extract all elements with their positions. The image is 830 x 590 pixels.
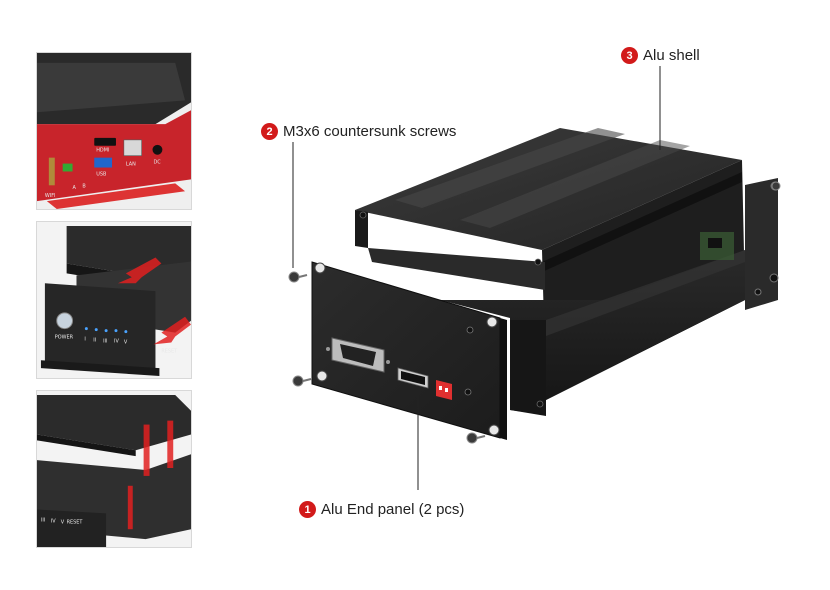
thumbnail-assembly-vertical: III IV V RESET: [36, 390, 192, 548]
db9-port: [326, 337, 390, 373]
callout-label: Alu shell: [643, 47, 700, 64]
screw-icon: [771, 181, 781, 191]
led-label-2: II: [93, 337, 96, 343]
a-label: A: [73, 185, 77, 191]
screw-icon: [292, 375, 312, 387]
callout-alu-shell: 3 Alu shell: [621, 47, 700, 64]
reset-label: RESET: [161, 348, 178, 354]
led-label-5: V: [124, 339, 128, 345]
alu-end-panel: [311, 261, 507, 440]
led-label-3: III: [41, 517, 45, 523]
callout-end-panel: 1 Alu End panel (2 pcs): [299, 501, 464, 518]
dc-label: DC: [153, 160, 161, 166]
hdmi-port: [397, 367, 429, 389]
alu-shell: [355, 128, 780, 416]
arrow-down-icon: [167, 420, 174, 469]
wifi-label: WIFI: [45, 193, 56, 199]
dip-switch: [436, 380, 452, 400]
callout-number-badge: 3: [621, 47, 638, 64]
arrow-down-icon: [143, 424, 150, 476]
callout-number-badge: 1: [299, 501, 316, 518]
led-label-1: I: [84, 336, 85, 342]
thumbnail-red-panel: HDMI USB LAN DC WIFI A B: [36, 52, 192, 210]
led-label-5: V: [61, 519, 65, 525]
led-label-3: III: [103, 338, 107, 344]
arrow-left-icon: [117, 257, 162, 284]
vertical-assembly-illustration: III IV V RESET: [37, 391, 191, 547]
callout-screws: 2 M3x6 countersunk screws: [261, 123, 456, 140]
screws: [288, 181, 781, 444]
usb-label: USB: [96, 171, 107, 177]
slide-assembly-illustration: POWER I II III IV V RESET: [37, 222, 191, 378]
reset-label: RESET: [67, 519, 84, 525]
led-label-4: IV: [114, 338, 119, 344]
led-label-4: IV: [51, 518, 56, 524]
thumbnail-assembly-slide: POWER I II III IV V RESET: [36, 221, 192, 379]
red-panel-illustration: HDMI USB LAN DC WIFI A B: [37, 53, 191, 209]
screw-icon: [466, 432, 486, 444]
arrow-left-icon: [153, 316, 191, 345]
hdmi-label: HDMI: [96, 148, 109, 154]
arrow-down-icon: [127, 485, 133, 530]
power-label: POWER: [55, 335, 74, 341]
callout-number-badge: 2: [261, 123, 278, 140]
callout-label: Alu End panel (2 pcs): [321, 501, 465, 518]
screw-icon: [288, 271, 308, 283]
callout-label: M3x6 countersunk screws: [283, 123, 457, 140]
b-label: B: [82, 183, 86, 189]
lan-label: LAN: [126, 162, 136, 168]
